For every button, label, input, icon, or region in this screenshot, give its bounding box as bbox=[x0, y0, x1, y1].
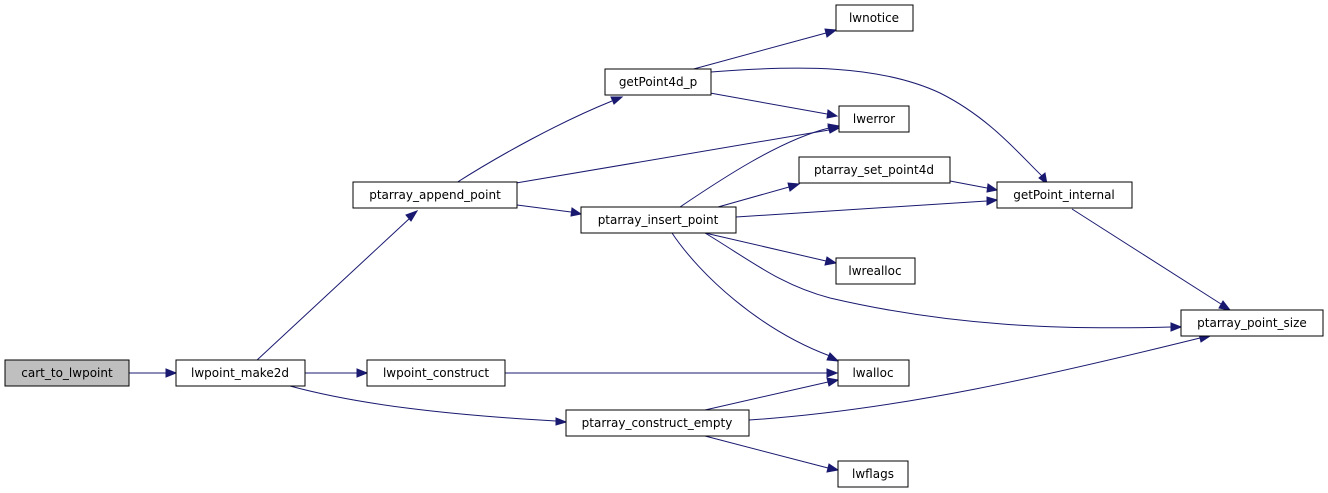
node-label: ptarray_append_point bbox=[369, 188, 501, 202]
edge-lwpoint_construct-lwalloc bbox=[505, 368, 839, 378]
node-ptarray_construct_empty[interactable]: ptarray_construct_empty bbox=[565, 409, 750, 437]
edge-ptarray_construct_empty-lwflags bbox=[704, 435, 840, 473]
node-label: lwflags bbox=[852, 467, 894, 481]
edges bbox=[129, 28, 1232, 473]
edge-ptarray_insert_point-ptarray_set_point4d bbox=[717, 182, 801, 208]
node-ptarray_set_point4d[interactable]: ptarray_set_point4d bbox=[798, 156, 951, 184]
node-label: ptarray_construct_empty bbox=[582, 416, 733, 430]
edge-ptarray_insert_point-lwalloc bbox=[671, 232, 840, 362]
node-lwrealloc[interactable]: lwrealloc bbox=[835, 257, 916, 285]
edge-getPoint4d_p-lwnotice bbox=[689, 28, 838, 71]
node-lwpoint_construct[interactable]: lwpoint_construct bbox=[366, 359, 506, 387]
node-getPoint_internal[interactable]: getPoint_internal bbox=[996, 181, 1133, 209]
edge-ptarray_set_point4d-getPoint_internal bbox=[949, 180, 999, 193]
edge-lwpoint_make2d-ptarray_construct_empty bbox=[289, 385, 568, 426]
edge-ptarray_insert_point-lwerror bbox=[679, 123, 841, 208]
edge-ptarray_construct_empty-ptarray_point_size bbox=[748, 333, 1212, 421]
node-label: ptarray_set_point4d bbox=[814, 163, 934, 177]
edge-getPoint_internal-ptarray_point_size bbox=[1071, 208, 1232, 311]
node-getPoint4d_p[interactable]: getPoint4d_p bbox=[604, 68, 712, 96]
node-lwalloc[interactable]: lwalloc bbox=[837, 359, 910, 387]
node-ptarray_append_point[interactable]: ptarray_append_point bbox=[352, 181, 518, 209]
node-lwnotice[interactable]: lwnotice bbox=[835, 4, 914, 32]
edge-cart_to_lwpoint-lwpoint_make2d bbox=[129, 368, 178, 378]
edge-ptarray_append_point-lwerror bbox=[515, 125, 841, 184]
node-ptarray_insert_point[interactable]: ptarray_insert_point bbox=[580, 206, 737, 234]
node-label: ptarray_insert_point bbox=[598, 213, 719, 227]
node-lwflags[interactable]: lwflags bbox=[837, 460, 909, 488]
node-ptarray_point_size[interactable]: ptarray_point_size bbox=[1180, 309, 1324, 337]
node-label: lwalloc bbox=[852, 366, 893, 380]
edge-lwpoint_make2d-lwpoint_construct bbox=[305, 368, 369, 378]
edge-ptarray_insert_point-getPoint_internal bbox=[735, 196, 999, 218]
node-label: cart_to_lwpoint bbox=[21, 366, 113, 380]
node-label: getPoint4d_p bbox=[619, 75, 697, 89]
edge-ptarray_append_point-getPoint4d_p bbox=[455, 96, 624, 184]
node-label: getPoint_internal bbox=[1013, 188, 1115, 202]
edge-ptarray_insert_point-ptarray_point_size bbox=[704, 232, 1183, 332]
node-label: lwrealloc bbox=[848, 264, 901, 278]
node-label: lwnotice bbox=[849, 11, 899, 25]
node-cart_to_lwpoint[interactable]: cart_to_lwpoint bbox=[4, 359, 130, 387]
edge-ptarray_insert_point-lwrealloc bbox=[704, 232, 838, 266]
edge-ptarray_construct_empty-lwalloc bbox=[704, 377, 840, 411]
edge-lwpoint_make2d-ptarray_append_point bbox=[255, 210, 419, 362]
node-lwpoint_make2d[interactable]: lwpoint_make2d bbox=[175, 359, 306, 387]
nodes: cart_to_lwpoint lwpoint_make2d ptarray_a… bbox=[4, 4, 1324, 488]
edge-getPoint4d_p-getPoint_internal bbox=[710, 67, 1048, 186]
node-label: ptarray_point_size bbox=[1197, 316, 1307, 330]
edge-ptarray_append_point-ptarray_insert_point bbox=[516, 204, 583, 217]
node-label: lwerror bbox=[853, 112, 895, 126]
node-label: lwpoint_make2d bbox=[191, 366, 289, 380]
node-label: lwpoint_construct bbox=[383, 366, 489, 380]
edge-getPoint4d_p-lwerror bbox=[709, 92, 839, 119]
node-lwerror[interactable]: lwerror bbox=[838, 105, 910, 133]
